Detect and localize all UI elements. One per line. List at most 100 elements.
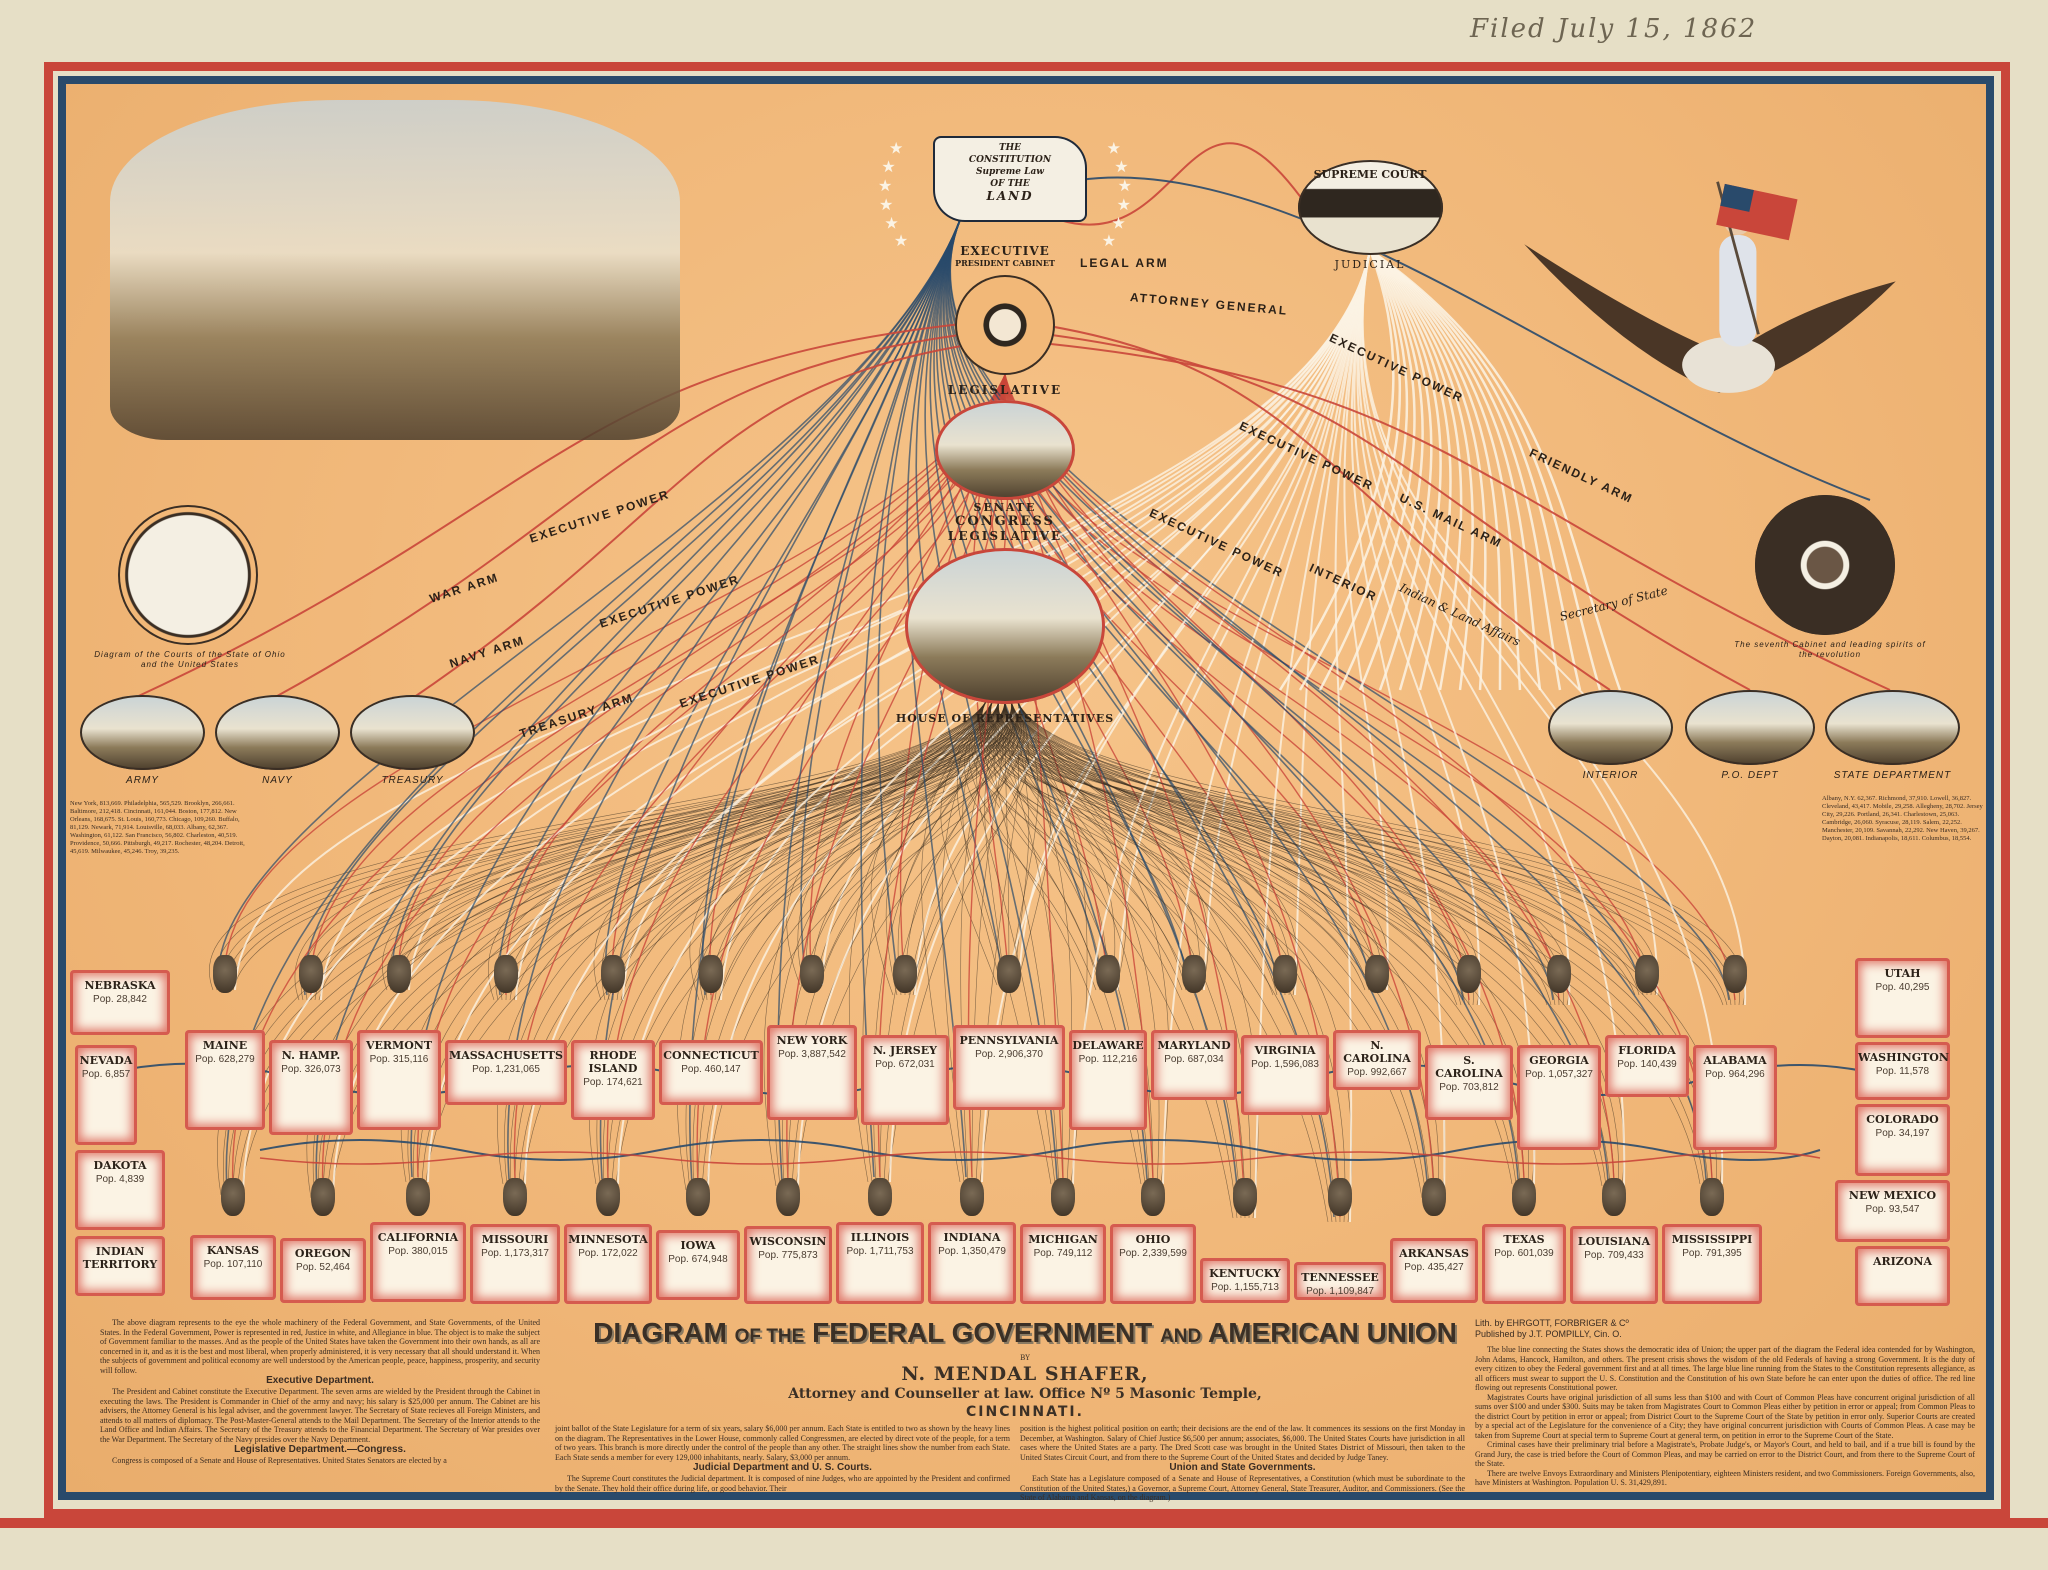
title-part: AMERICAN UNION [1207,1317,1457,1348]
interior-label: INTERIOR [1582,770,1639,781]
title-part: FEDERAL GOVERNMENT [812,1317,1153,1348]
allegiance-line [945,219,1464,1001]
state-population: Pop. 40,295 [1875,982,1930,993]
city-population-list-right: Albany, N.Y. 62,367. Richmond, 37,910. L… [1822,795,1983,842]
territory-shape: INDIAN TERRITORY [75,1236,165,1296]
state-name: RHODE ISLAND [588,1049,638,1075]
representative-line [1010,699,1439,1199]
executive-paragraph: The President and Cabinet constitute the… [100,1387,540,1444]
legal-arm-label: LEGAL ARM [1080,256,1169,270]
justice-line [1334,249,1371,1223]
state-name: N. CAROLINA [1343,1039,1411,1065]
justice-line [1360,249,1659,996]
senate-label: SENATE [973,501,1037,514]
ohio-courts-caption: Diagram of the Courts of the State of Oh… [94,650,286,669]
state-population: Pop. 1,711,753 [846,1246,914,1257]
justice-line [1343,249,1389,991]
state-population: Pop. 1,596,083 [1251,1059,1319,1070]
state-government-emblem [1182,955,1206,993]
state-name: MISSISSIPPI [1671,1233,1753,1246]
state-name: MISSOURI [481,1233,549,1246]
state-government-emblem [1723,955,1747,993]
text-column-middle-right: position is the highest political positi… [1020,1424,1465,1503]
supreme-court-label: SUPREME COURT [1313,168,1427,181]
justice-line [1254,249,1371,1219]
state-name: TEXAS [1503,1233,1545,1246]
liberty-on-eagle-illustration [1500,170,1920,430]
state-name: ILLINOIS [850,1231,910,1244]
state-government-emblem [1141,1178,1165,1216]
allegiance-line [303,219,961,996]
justice-line [1203,249,1371,991]
state-name: VERMONT [365,1039,433,1052]
state-population: Pop. 460,147 [681,1064,741,1075]
state-name: INDIAN TERRITORY [82,1245,158,1271]
justice-line [1318,249,1409,691]
state-government-emblem [221,1178,245,1216]
state-name: FLORIDA [1618,1044,1676,1057]
title-part: AND [1160,1326,1202,1347]
legislative-label-house: LEGISLATIVE [947,529,1063,543]
interior-vignette [1548,690,1673,765]
scroll-line: OF THE [990,179,1030,189]
state-name: ALABAMA [1703,1054,1767,1067]
justice-line [1369,249,1542,691]
state-population: Pop. 11,578 [1875,1066,1930,1077]
star-icon: ★ [1118,176,1132,195]
state-population: Pop. 1,057,327 [1525,1069,1593,1080]
justice-line [427,249,1371,1183]
legislative-heading: Legislative Department.—Congress. [234,1444,406,1455]
justice-line [332,249,1371,1199]
representative-line [977,699,1366,991]
army-vignette [80,695,205,770]
state-name: MICHIGAN [1028,1233,1098,1246]
inner-blue-border [58,76,1994,1500]
intro-paragraph: The above diagram represents to the eye … [100,1318,540,1375]
state-government-emblem [406,1178,430,1216]
state-population: Pop. 992,667 [1347,1067,1407,1078]
executive-arm-line [409,339,1001,701]
state-population: Pop. 791,395 [1682,1248,1742,1259]
executive-arm-line [269,329,1001,701]
representative-line [488,699,988,1001]
state-name: ARIZONA [1872,1255,1933,1268]
state-population: Pop. 380,015 [388,1246,448,1257]
navy-vignette [215,695,340,770]
representative-line [990,699,1728,1006]
outer-red-border [44,62,2010,1518]
ministers-paragraph: There are twelve Envoys Extraordinary an… [1475,1468,1975,1488]
state-government-emblem [494,955,518,993]
credits-block: Lith. by EHRGOTT, FORBRIGER & Cº Publish… [1475,1318,1775,1340]
star-icon: ★ [1102,231,1116,250]
representative-line [1010,699,1740,1006]
representative-line [1016,699,1746,1006]
title-part: DIAGRAM [593,1317,727,1348]
state-population: Pop. 1,109,847 [1306,1286,1374,1297]
state-name: OREGON [294,1247,352,1260]
representative-line [982,699,1724,1006]
state-government-emblem [387,955,411,993]
power-line [397,374,1006,986]
state-government-emblem [1273,955,1297,993]
union-paragraph: Each State has a Legislature composed of… [1020,1474,1465,1502]
state-government-emblem [311,1178,335,1216]
state-population: Pop. 52,464 [296,1262,350,1273]
justice-line [1369,249,1522,691]
congress-label: CONGRESS [955,514,1055,529]
bottom-red-stripe [0,1518,2048,1528]
state-population: Pop. 435,427 [1404,1262,1464,1273]
executive-label: EXECUTIVE [960,244,1050,258]
state-name: MAINE [202,1039,248,1052]
justice-line [1353,249,1481,1006]
allegiance-line [944,219,1429,1194]
star-icon: ★ [879,195,893,214]
